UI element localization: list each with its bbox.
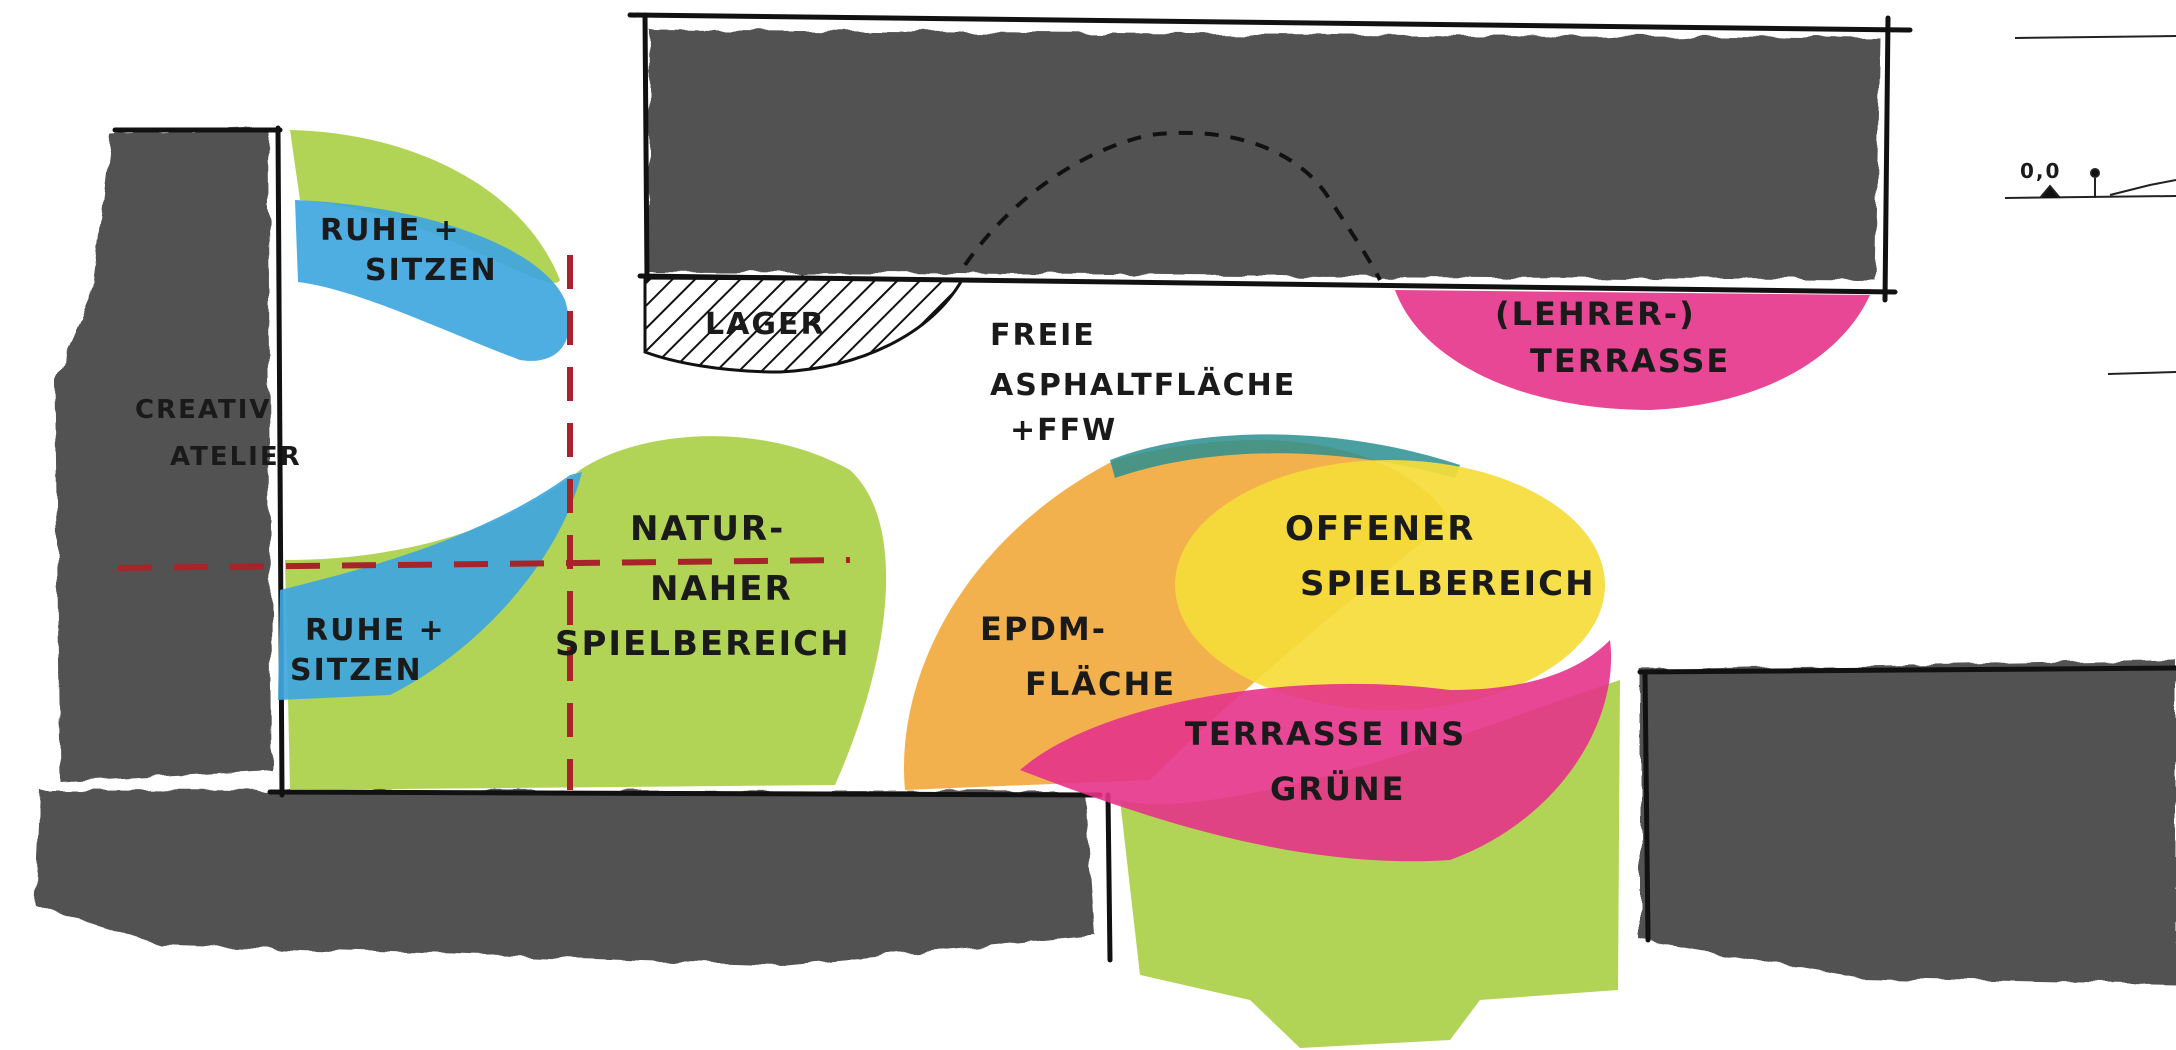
- ruhe-sitzen-bottom-line2: SITZEN: [290, 653, 423, 688]
- lager-label: LAGER: [705, 307, 826, 342]
- freie-line3: +FFW: [1010, 413, 1117, 448]
- building-right: [1640, 660, 2176, 985]
- offener-line2: SPIELBEREICH: [1300, 564, 1596, 604]
- level-marker-label: 0,0: [2020, 159, 2061, 183]
- freie-line2: ASPHALTFLÄCHE: [990, 367, 1296, 403]
- ruhe-sitzen-top-line1: RUHE +: [320, 213, 461, 248]
- natur-line3: SPIELBEREICH: [555, 624, 851, 664]
- creativ-atelier-line2: ATELIER: [170, 442, 302, 472]
- lehrer-terrasse-line2: TERRASSE: [1530, 342, 1730, 380]
- terrasse-gruene-line1: TERRASSE INS: [1185, 715, 1466, 753]
- lehrer-terrasse-line1: (LEHRER-): [1495, 295, 1696, 333]
- offener-line1: OFFENER: [1285, 509, 1475, 549]
- epdm-line1: EPDM-: [980, 610, 1107, 648]
- building-top: [648, 30, 1880, 280]
- ruhe-sitzen-top-line2: SITZEN: [365, 253, 498, 288]
- natur-line2: NAHER: [650, 569, 793, 609]
- natur-line1: NATUR-: [630, 509, 785, 549]
- building-bottom: [35, 790, 1095, 965]
- terrasse-gruene-line2: GRÜNE: [1270, 770, 1406, 808]
- elevation-inset: [2005, 36, 2176, 374]
- freie-line1: FREIE: [990, 318, 1096, 353]
- ruhe-sitzen-bottom-line1: RUHE +: [305, 613, 446, 648]
- creativ-atelier-line1: CREATIV: [135, 395, 272, 425]
- epdm-line2: FLÄCHE: [1025, 665, 1176, 703]
